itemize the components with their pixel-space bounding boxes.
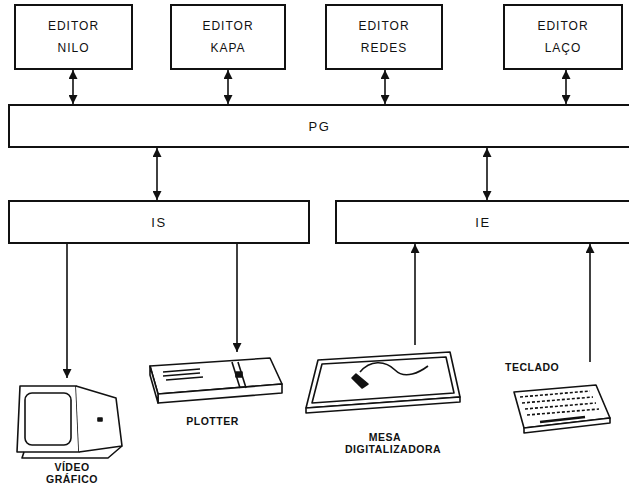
editor-box: EDITOR REDES bbox=[325, 4, 443, 70]
connector bbox=[72, 70, 74, 104]
monitor-icon bbox=[17, 386, 122, 458]
node-label: EDITOR LAÇO bbox=[530, 15, 596, 59]
graphics-package-bar: PG bbox=[8, 104, 629, 148]
node-label: VÍDEO GRÁFICO bbox=[37, 462, 107, 485]
keyboard-icon bbox=[514, 385, 610, 433]
connector bbox=[565, 70, 567, 104]
node-label: EDITOR NILO bbox=[41, 15, 107, 59]
node-label: MESA DIGITALIZADORA bbox=[345, 432, 425, 455]
node-label: PG bbox=[309, 119, 331, 134]
editor-box: EDITOR KAPA bbox=[170, 4, 286, 70]
tablet-icon bbox=[306, 352, 460, 413]
connector bbox=[66, 244, 68, 378]
editor-box: EDITOR LAÇO bbox=[503, 4, 623, 70]
node-label: EDITOR REDES bbox=[351, 15, 417, 59]
connector bbox=[414, 244, 416, 345]
connector bbox=[486, 148, 488, 200]
keyboard-device: TECLADO bbox=[505, 362, 615, 434]
node-label: IE bbox=[475, 215, 490, 230]
connector bbox=[236, 244, 238, 352]
node-label: TECLADO bbox=[505, 362, 559, 374]
input-interface-box: IE bbox=[335, 200, 629, 244]
connector bbox=[589, 244, 591, 362]
node-label: PLOTTER bbox=[186, 416, 239, 428]
editor-box: EDITOR NILO bbox=[14, 4, 133, 70]
connector bbox=[156, 148, 158, 200]
plotter-device: PLOTTER bbox=[140, 352, 285, 427]
tablet-device: MESA DIGITALIZADORA bbox=[300, 345, 470, 455]
connector bbox=[384, 70, 386, 104]
connector bbox=[227, 70, 229, 104]
output-interface-box: IS bbox=[8, 200, 310, 244]
plotter-icon bbox=[150, 358, 282, 403]
node-label: EDITOR KAPA bbox=[195, 15, 261, 59]
video-device: VÍDEO GRÁFICO bbox=[14, 378, 130, 485]
node-label: IS bbox=[151, 215, 166, 230]
